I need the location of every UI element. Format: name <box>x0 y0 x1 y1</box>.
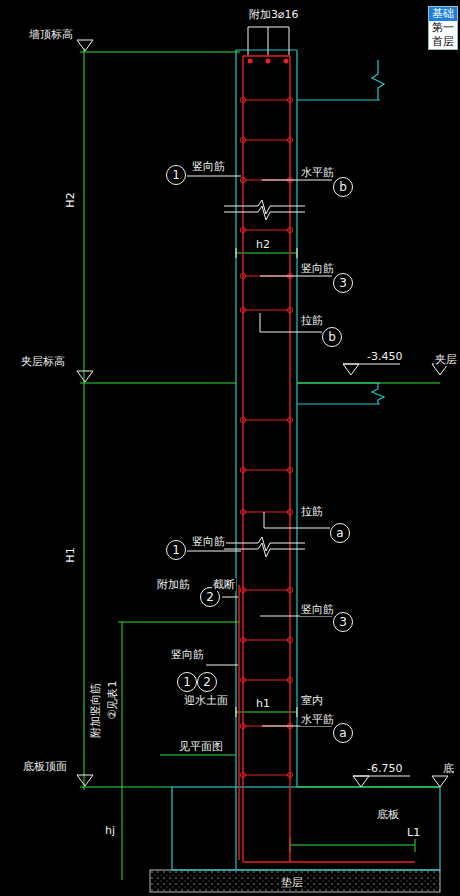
drawing-label: h2 <box>255 238 271 251</box>
tie-bar <box>243 99 290 100</box>
tie-bar <box>243 774 290 775</box>
callout-number: b <box>328 330 336 344</box>
bar-dot <box>240 509 245 514</box>
callout-number: a <box>339 726 346 740</box>
callout-number: 3 <box>339 276 347 290</box>
bar-dot <box>287 587 292 592</box>
callout-number: 2 <box>203 675 211 689</box>
bar-dot <box>240 723 245 728</box>
drawing-label: 底 <box>442 762 455 775</box>
drawing-label: 底板顶面 <box>22 760 68 773</box>
callout-circle: 2 <box>197 672 217 692</box>
drawing-label: H2 <box>64 191 77 208</box>
callout-circle: 1 <box>166 165 186 185</box>
callout-number: 1 <box>183 675 191 689</box>
drawing-label: ②见表1 <box>106 680 119 721</box>
info-panel: 基础第一首层 <box>428 6 458 50</box>
drawing-label: 附加筋 <box>156 578 191 591</box>
callout-number: 1 <box>172 168 180 182</box>
callout-number: 1 <box>172 543 180 557</box>
drawing-label: 拉筋 <box>300 505 324 518</box>
panel-text: 基础 <box>429 7 457 21</box>
drawing-label: 附加3⌀16 <box>248 8 300 21</box>
drawing-label: 垫层 <box>280 876 304 889</box>
tie-bar <box>243 679 290 680</box>
callout-number: b <box>339 180 347 194</box>
bar-dot <box>240 587 245 592</box>
drawing-label: 拉筋 <box>300 314 324 327</box>
drawing-label: L1 <box>406 826 421 839</box>
drawing-label: 室内 <box>300 694 324 707</box>
bar-dot <box>287 772 292 777</box>
tie-bar <box>243 309 290 310</box>
tie-bar <box>243 419 290 420</box>
bar-dot <box>287 637 292 642</box>
bar-dot <box>287 417 292 422</box>
bar-dot <box>240 772 245 777</box>
drawing-label: -6.750 <box>366 762 403 775</box>
drawing-label: 竖向筋 <box>191 160 226 173</box>
tie-bar <box>243 229 290 230</box>
callout-circle: b <box>322 327 342 347</box>
callout-circle: 1 <box>177 672 197 692</box>
bar-dot <box>287 97 292 102</box>
drawing-label: 水平筋 <box>300 713 335 726</box>
bar-dot <box>287 677 292 682</box>
tie-bar <box>243 511 290 512</box>
bar-dot <box>287 467 292 472</box>
callout-circle: b <box>333 177 353 197</box>
drawing-label: 见平面图 <box>178 740 224 753</box>
bar-dot <box>240 227 245 232</box>
callout-circle: 1 <box>166 540 186 560</box>
drawing-label: H1 <box>64 546 77 563</box>
callout-circle: 3 <box>333 273 353 293</box>
bar-dot <box>287 307 292 312</box>
drawing-label: -3.450 <box>366 350 403 363</box>
callout-circle: 3 <box>333 612 353 632</box>
bar-dot <box>287 137 292 142</box>
panel-text: 首层 <box>429 35 457 49</box>
drawing-label: 夹层标高 <box>20 355 66 368</box>
bar-dot <box>240 417 245 422</box>
bar-dot <box>240 307 245 312</box>
bar-dot <box>240 177 245 182</box>
bar-dot <box>287 227 292 232</box>
bar-dot <box>240 137 245 142</box>
panel-text: 第一 <box>429 21 457 35</box>
tie-bar <box>243 469 290 470</box>
tie-bar <box>243 139 290 140</box>
drawing-label: 竖向筋 <box>300 262 335 275</box>
bar-dot <box>287 509 292 514</box>
drawing-label: 底板 <box>376 808 400 821</box>
drawing-label: 夹层 <box>434 353 458 366</box>
drawing-label: 附加竖向筋 <box>89 682 102 739</box>
bar-dot <box>240 97 245 102</box>
drawing-label: 截断 <box>212 578 236 591</box>
bar-dot <box>240 467 245 472</box>
drawing-label: 竖向筋 <box>191 535 226 548</box>
callout-number: a <box>336 526 343 540</box>
callout-circle: a <box>330 523 350 543</box>
bar-dot <box>240 273 245 278</box>
drawing-label: hj <box>104 824 116 837</box>
callout-number: 3 <box>339 615 347 629</box>
bar-dot <box>240 677 245 682</box>
drawing-label: 迎水土面 <box>183 694 229 707</box>
drawing-label: 水平筋 <box>300 166 335 179</box>
tie-bar <box>243 589 290 590</box>
callout-circle: a <box>333 723 353 743</box>
drawing-label: 竖向筋 <box>300 603 335 616</box>
bar-dot <box>240 637 245 642</box>
callout-number: 2 <box>206 590 214 604</box>
tie-bar <box>243 639 290 640</box>
drawing-label: 墙顶标高 <box>28 28 74 41</box>
drawing-label: 竖向筋 <box>170 648 205 661</box>
drawing-label: h1 <box>255 697 271 710</box>
